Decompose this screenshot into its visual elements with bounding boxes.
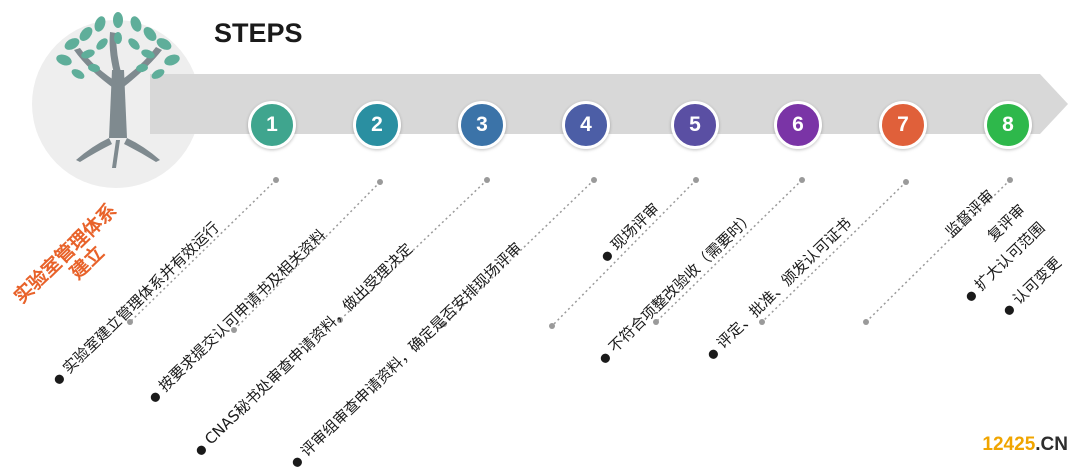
step-circle-2: 2 — [353, 101, 401, 149]
step-circle-1: 1 — [248, 101, 296, 149]
step-number-3: 3 — [476, 113, 488, 136]
watermark-suffix: .CN — [1035, 434, 1068, 455]
page-title: STEPS — [214, 18, 303, 48]
step-circle-7: 7 — [879, 101, 927, 149]
bullet-icon: ● — [288, 452, 306, 471]
step-number-8: 8 — [1002, 113, 1014, 136]
step-circle-4: 4 — [562, 101, 610, 149]
step-number-7: 7 — [897, 113, 909, 136]
watermark-logo: 12425.CN — [982, 434, 1068, 456]
watermark-number: 12425 — [982, 434, 1036, 455]
step-number-6: 6 — [792, 113, 804, 136]
step-number-5: 5 — [689, 113, 701, 136]
tree-icon — [56, 12, 180, 168]
step-number-1: 1 — [266, 113, 278, 136]
step-circle-6: 6 — [774, 101, 822, 149]
step-circle-3: 3 — [458, 101, 506, 149]
step-number-2: 2 — [371, 113, 383, 136]
step-circle-5: 5 — [671, 101, 719, 149]
step-number-4: 4 — [580, 113, 592, 136]
step-circle-8: 8 — [984, 101, 1032, 149]
